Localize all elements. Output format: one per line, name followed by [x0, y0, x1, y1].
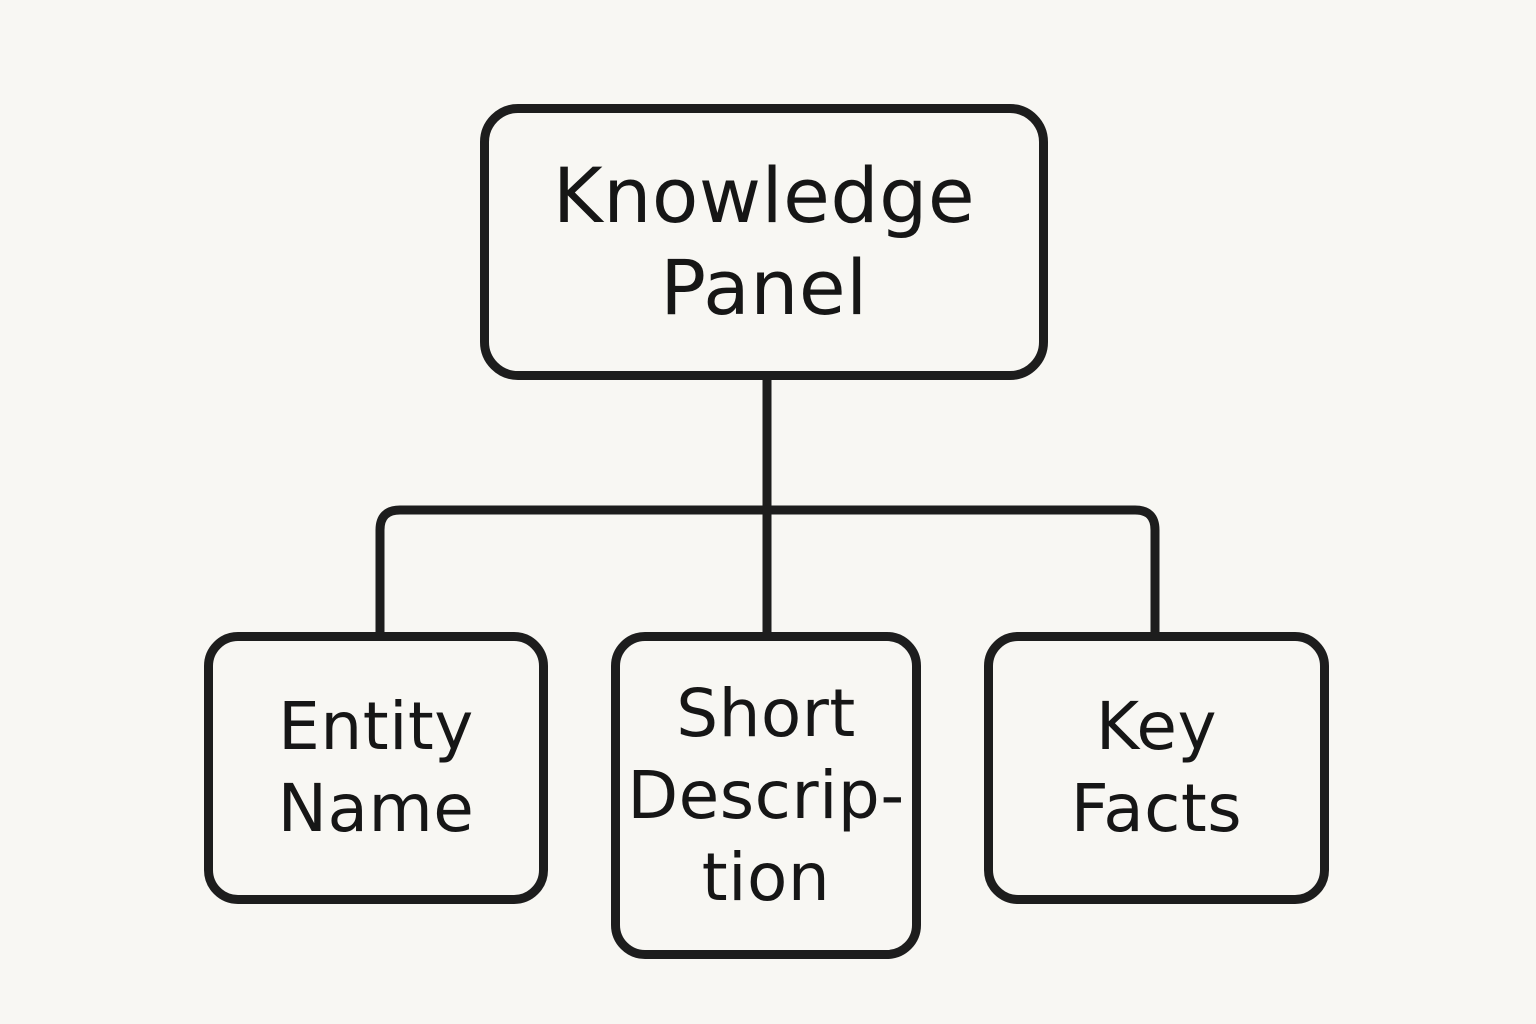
root-node-knowledge-panel: Knowledge Panel — [480, 104, 1048, 380]
child-node-short-description: Short Descrip- tion — [611, 632, 921, 959]
child-node-entity-name: Entity Name — [204, 632, 548, 904]
root-node-label: Knowledge Panel — [552, 151, 976, 332]
child-node-label: Entity Name — [277, 688, 475, 847]
connector-left-branch — [375, 505, 772, 637]
child-node-label: Key Facts — [1070, 688, 1243, 847]
child-node-key-facts: Key Facts — [984, 632, 1329, 904]
child-node-label: Short Descrip- tion — [627, 674, 905, 916]
connector-right-branch — [762, 505, 1160, 637]
